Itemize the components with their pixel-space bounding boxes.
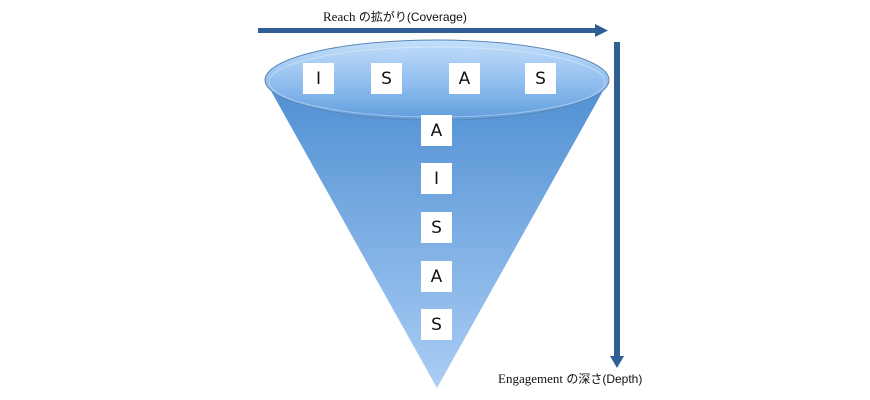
engagement-label-en: Engagement — [498, 371, 563, 386]
depth-letter-box: S — [421, 212, 452, 243]
depth-letter-box: I — [421, 163, 452, 194]
reach-arrow-shaft — [258, 28, 596, 33]
engagement-axis-label: Engagement の深さ(Depth) — [498, 370, 642, 387]
engagement-arrow-head — [610, 356, 624, 368]
engagement-arrow-shaft — [614, 42, 620, 358]
reach-arrow — [258, 24, 608, 37]
breadth-letter-box: A — [449, 63, 480, 94]
engagement-label-jp: の深さ(Depth) — [562, 372, 643, 386]
breadth-letter-box: S — [525, 63, 556, 94]
reach-label-en: Reach — [323, 9, 356, 24]
breadth-letter-box: I — [303, 63, 334, 94]
depth-letter-box: A — [421, 261, 452, 292]
depth-letter-box: A — [421, 115, 452, 146]
reach-axis-label: Reach の拡がり(Coverage) — [323, 8, 467, 25]
reach-arrow-head — [595, 24, 608, 37]
breadth-letter-box: S — [371, 63, 402, 94]
depth-letter-box: S — [421, 309, 452, 340]
reach-label-jp: の拡がり(Coverage) — [355, 10, 467, 24]
engagement-arrow — [610, 42, 624, 368]
